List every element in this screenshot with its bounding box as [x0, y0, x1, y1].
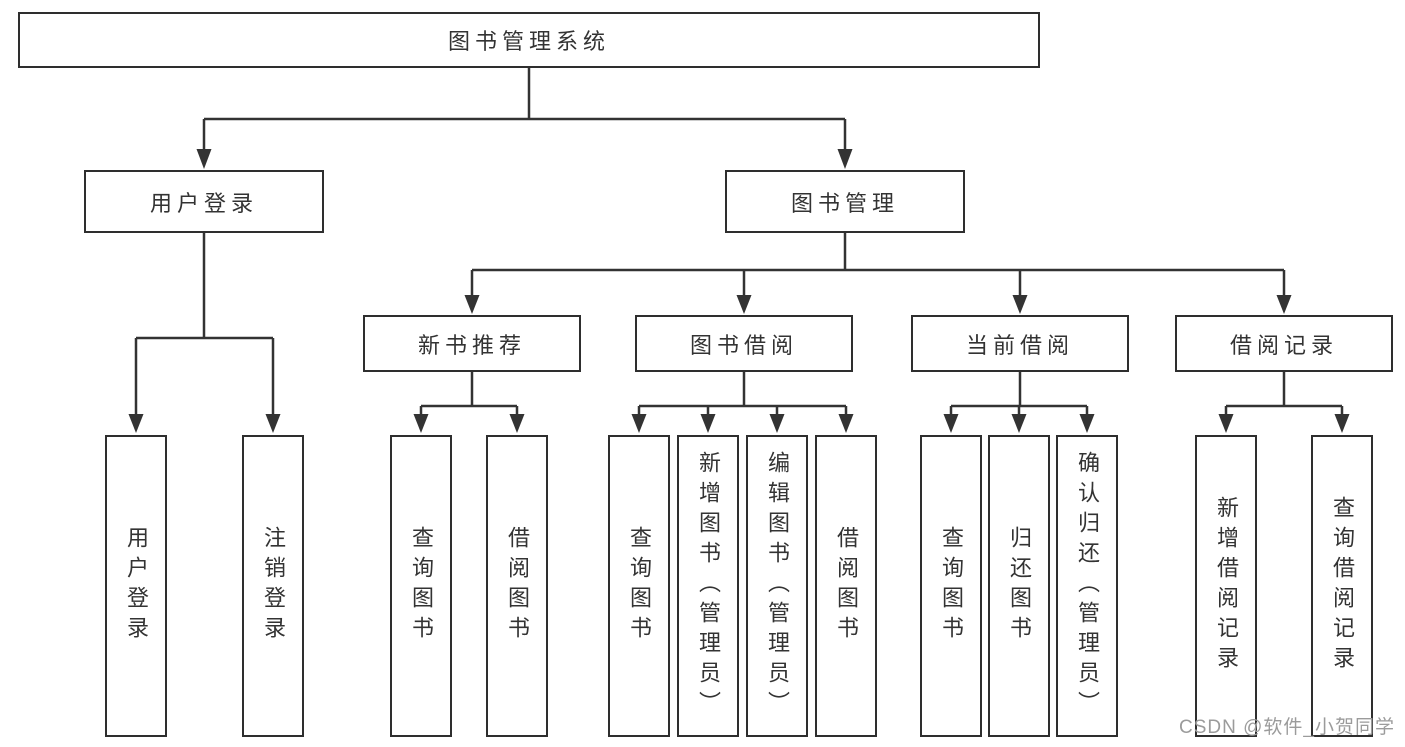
leaf-current-confirm-return-admin: 确认归还（管理员）: [1056, 435, 1118, 737]
leaf-borrowing-query-book: 查询图书: [608, 435, 670, 737]
leaf-records-add-record: 新增借阅记录: [1195, 435, 1257, 737]
node-user-login-branch: 用户登录: [84, 170, 324, 233]
leaf-current-query-book: 查询图书: [920, 435, 982, 737]
watermark: CSDN @软件_小贺同学: [1179, 717, 1395, 738]
leaf-user-login: 用户登录: [105, 435, 167, 737]
leaf-borrowing-borrow-book: 借阅图书: [815, 435, 877, 737]
node-new-book-recommend: 新书推荐: [363, 315, 581, 372]
node-book-management-branch: 图书管理: [725, 170, 965, 233]
leaf-recommend-query-book: 查询图书: [390, 435, 452, 737]
leaf-recommend-borrow-book: 借阅图书: [486, 435, 548, 737]
leaf-records-query-record: 查询借阅记录: [1311, 435, 1373, 737]
leaf-borrowing-add-book-admin: 新增图书（管理员）: [677, 435, 739, 737]
node-borrowing-records: 借阅记录: [1175, 315, 1393, 372]
node-current-borrowing: 当前借阅: [911, 315, 1129, 372]
arrowheads: [128, 149, 1350, 433]
leaf-logout: 注销登录: [242, 435, 304, 737]
connector-path: [134, 68, 1344, 415]
node-book-borrowing: 图书借阅: [635, 315, 853, 372]
leaf-borrowing-edit-book-admin: 编辑图书（管理员）: [746, 435, 808, 737]
leaf-current-return-book: 归还图书: [988, 435, 1050, 737]
node-root-system: 图书管理系统: [18, 12, 1040, 68]
